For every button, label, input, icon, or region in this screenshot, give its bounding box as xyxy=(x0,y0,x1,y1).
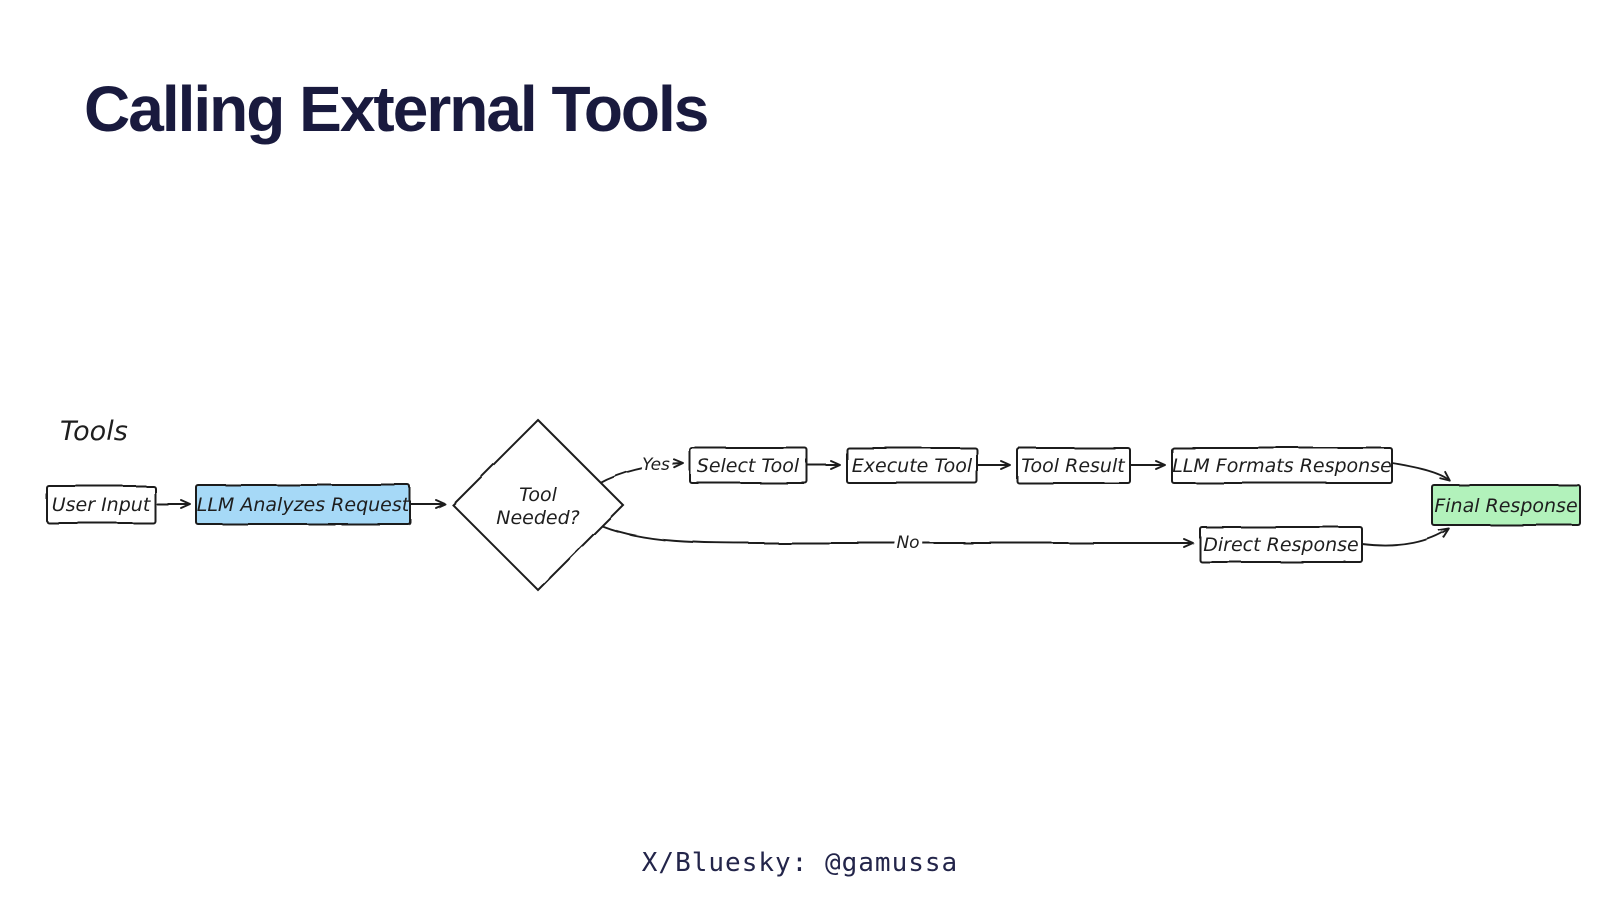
section-label-tools: Tools xyxy=(60,416,128,447)
label-llm-formats-response: LLM Formats Response xyxy=(1172,455,1392,477)
label-direct-response: Direct Response xyxy=(1203,534,1358,556)
edge-direct-response-to-final-response xyxy=(1361,527,1450,547)
node-direct-response xyxy=(1199,526,1363,563)
footer-social-handle: X/Bluesky: @gamussa xyxy=(641,848,959,878)
label-tool-needed-line1: Tool xyxy=(519,484,558,506)
node-llm-formats-response xyxy=(1171,447,1393,484)
label-user-input: User Input xyxy=(52,494,152,516)
edge-label-no: No xyxy=(896,533,919,553)
node-user-input xyxy=(46,485,156,524)
label-final-response: Final Response xyxy=(1434,495,1577,517)
flowchart-shapes xyxy=(46,418,1581,592)
edge-llm-formats-to-final-response xyxy=(1391,462,1451,482)
label-tool-result: Tool Result xyxy=(1021,455,1126,477)
label-llm-analyzes-request: LLM Analyzes Request xyxy=(197,494,411,516)
edge-tool-needed-no-to-direct-response xyxy=(601,525,1194,548)
edge-label-yes: Yes xyxy=(642,455,670,475)
node-execute-tool xyxy=(846,447,978,484)
node-final-response xyxy=(1431,484,1581,526)
node-tool-result xyxy=(1016,447,1131,484)
label-select-tool: Select Tool xyxy=(697,455,800,477)
flowchart-labels: Tools User Input LLM Analyzes Request To… xyxy=(52,416,1578,557)
node-select-tool xyxy=(689,447,808,484)
edge-tool-needed-yes-to-select-tool xyxy=(596,458,684,485)
label-tool-needed-line2: Needed? xyxy=(496,507,580,529)
node-llm-analyzes-request xyxy=(195,484,411,525)
node-tool-needed-diamond xyxy=(451,418,625,592)
label-execute-tool: Execute Tool xyxy=(852,455,973,477)
slide-title: Calling External Tools xyxy=(84,73,709,145)
